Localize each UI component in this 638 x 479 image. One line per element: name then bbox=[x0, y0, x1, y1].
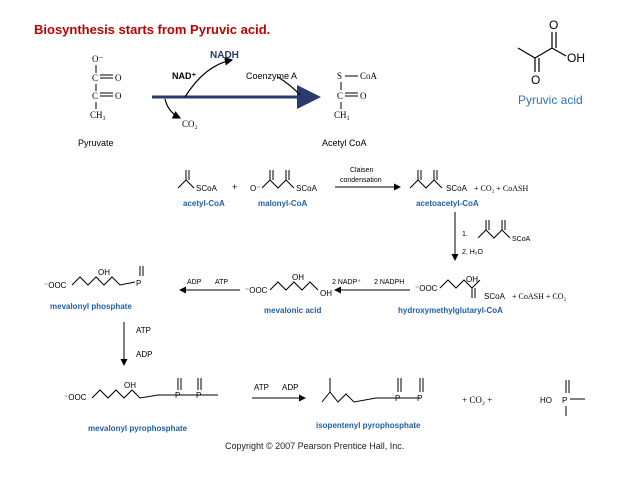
svg-text:SCoA: SCoA bbox=[512, 236, 531, 243]
acetoacetyl-coa-name: acetoacetyl-CoA bbox=[416, 199, 479, 208]
svg-text:P: P bbox=[562, 396, 567, 405]
claisen-label: Claisen bbox=[350, 167, 373, 174]
svg-text:CoA: CoA bbox=[360, 71, 378, 81]
svg-text:O: O bbox=[115, 73, 122, 83]
pyruvate-structure: O⁻ C O C O CH₃ bbox=[90, 54, 122, 120]
pyruvate-label: Pyruvate bbox=[78, 138, 114, 148]
mevalonic-acid-name: mevalonic acid bbox=[264, 306, 321, 315]
hmg-byproducts: + CoASH + CO₂ bbox=[512, 292, 566, 301]
svg-text:⁻OOC: ⁻OOC bbox=[64, 393, 87, 402]
svg-text:C: C bbox=[337, 91, 343, 101]
mevalonyl-pyrophosphate-skeletal bbox=[91, 378, 218, 399]
svg-text:⁻OOC: ⁻OOC bbox=[245, 286, 268, 295]
svg-text:O: O bbox=[115, 91, 122, 101]
svg-text:P: P bbox=[175, 391, 180, 400]
malonyl-reagent bbox=[477, 220, 511, 239]
malonyl-coa-skeletal bbox=[261, 170, 295, 189]
nad-plus-label: NAD⁺ bbox=[172, 71, 196, 81]
svg-text:OH: OH bbox=[98, 268, 110, 277]
svg-text:OH: OH bbox=[124, 381, 136, 390]
acetyl-coa-skeletal bbox=[177, 170, 195, 189]
acetoacetyl-byproducts: + CO₂ + CoASH bbox=[474, 184, 528, 193]
pyruvic-o-top: O bbox=[549, 18, 558, 32]
svg-text:SCoA: SCoA bbox=[296, 184, 318, 193]
coa-curve-arrow bbox=[277, 76, 301, 96]
atp-label-2: ATP bbox=[136, 326, 151, 335]
svg-text:OH: OH bbox=[320, 289, 332, 298]
acetyl-coa-label: Acetyl CoA bbox=[322, 138, 367, 148]
acetyl-coa-structure: S CoA C O CH₃ bbox=[334, 71, 378, 120]
coenzyme-a-label: Coenzyme A bbox=[246, 71, 297, 81]
adp-label-2: ADP bbox=[136, 350, 152, 359]
svg-text:HO: HO bbox=[540, 396, 552, 405]
isopentenyl-pyrophosphate-skeletal bbox=[321, 378, 424, 403]
nadph-label: 2 NADPH bbox=[374, 279, 404, 286]
svg-text:SCoA: SCoA bbox=[196, 184, 218, 193]
adp-label-3: ADP bbox=[282, 383, 298, 392]
svg-text:SCoA: SCoA bbox=[484, 292, 506, 301]
svg-text:SCoA: SCoA bbox=[446, 184, 468, 193]
copyright-notice: Copyright © 2007 Pearson Prentice Hall, … bbox=[225, 441, 405, 451]
svg-text:O⁻: O⁻ bbox=[250, 184, 260, 193]
co2-label: CO₂ bbox=[182, 119, 198, 129]
svg-text:O⁻: O⁻ bbox=[92, 54, 103, 64]
mevalonic-acid-skeletal bbox=[269, 281, 319, 291]
hmg-coa-skeletal bbox=[439, 279, 481, 298]
mevalonyl-pyrophosphate-name: mevalonyl pyrophosphate bbox=[88, 424, 188, 433]
svg-text:P: P bbox=[395, 394, 400, 403]
pyruvic-acid-structure bbox=[517, 32, 567, 72]
svg-text:C: C bbox=[92, 73, 98, 83]
nad-curve-arrow bbox=[184, 57, 234, 98]
svg-text:P: P bbox=[417, 394, 422, 403]
nadp-plus-label: 2 NADP⁺ bbox=[332, 279, 361, 286]
pyruvic-acid-label: Pyruvic acid bbox=[518, 93, 583, 107]
acetyl-coa-name: acetyl-CoA bbox=[183, 199, 225, 208]
co2-curve-arrow bbox=[164, 98, 182, 119]
svg-text:S: S bbox=[337, 71, 342, 81]
mevalonyl-phosphate-skeletal bbox=[71, 266, 144, 286]
svg-text:OH: OH bbox=[292, 273, 304, 282]
malonyl-coa-name: malonyl-CoA bbox=[258, 199, 308, 208]
svg-text:P: P bbox=[196, 391, 201, 400]
mevalonyl-phosphate-name: mevalonyl phosphate bbox=[50, 302, 132, 311]
svg-text:C: C bbox=[92, 91, 98, 101]
nadh-label: NADH bbox=[210, 50, 239, 61]
atp-label-1: ATP bbox=[215, 279, 228, 286]
svg-text:1.: 1. bbox=[462, 231, 468, 238]
svg-text:2. H₂O: 2. H₂O bbox=[462, 249, 484, 256]
isopentenyl-pyrophosphate-name: isopentenyl pyrophosphate bbox=[316, 421, 421, 430]
svg-text:CH₃: CH₃ bbox=[334, 110, 350, 120]
svg-text:OH: OH bbox=[466, 275, 478, 284]
phosphate-structure bbox=[565, 380, 585, 416]
slide-title: Biosynthesis starts from Pyruvic acid. bbox=[34, 22, 271, 37]
svg-text:P: P bbox=[136, 279, 141, 288]
atp-label-3: ATP bbox=[254, 383, 269, 392]
pyruvic-o-bottom: O bbox=[531, 73, 540, 87]
condensation-label: condensation bbox=[340, 177, 382, 184]
svg-text:O: O bbox=[360, 91, 367, 101]
svg-text:⁻OOC: ⁻OOC bbox=[415, 284, 438, 293]
pyruvic-oh: OH bbox=[567, 51, 585, 65]
svg-text:+: + bbox=[232, 182, 237, 192]
acetoacetyl-coa-skeletal bbox=[409, 170, 443, 189]
adp-label-1: ADP bbox=[187, 279, 202, 286]
final-products: + CO₂ + bbox=[462, 395, 492, 405]
svg-text:CH₃: CH₃ bbox=[90, 110, 106, 120]
svg-text:⁻OOC: ⁻OOC bbox=[44, 281, 67, 290]
hmg-coa-name: hydroxymethylglutaryl-CoA bbox=[398, 306, 503, 315]
